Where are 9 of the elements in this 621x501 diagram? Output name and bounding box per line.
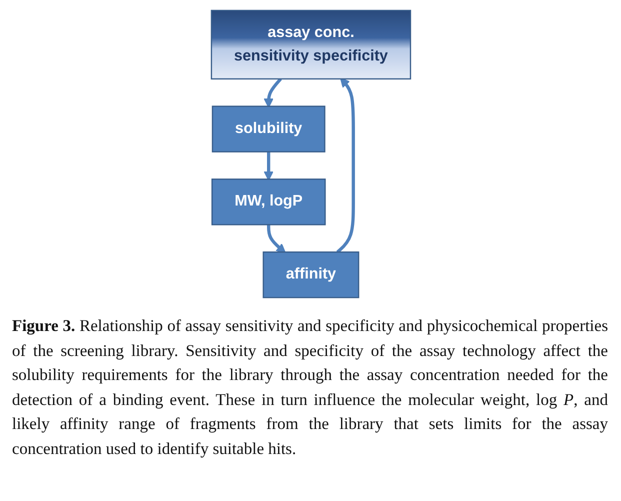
process-box: MW, logP <box>210 178 326 226</box>
arrow <box>263 152 273 181</box>
process-box: affinity <box>262 251 359 298</box>
arrow <box>336 78 354 254</box>
process-box: solubility <box>211 106 325 152</box>
arrow <box>266 224 286 254</box>
arrow <box>263 78 282 108</box>
banner-box: assay conc. sensitivity specificity <box>210 10 411 80</box>
figure-caption: Figure 3. Relationship of assay sensitivity and specificity and physicochemical properties of the screening library. Sensitivity and specificity of the assay technology affect the solubility requirements for the library through the assay concentration needed for the detection of a binding event. These in turn influence the molecular weight, log P, and likely affinity range of fragments from the library that sets limits for the assay concentration used to identify suitable hits. <box>12 315 608 460</box>
